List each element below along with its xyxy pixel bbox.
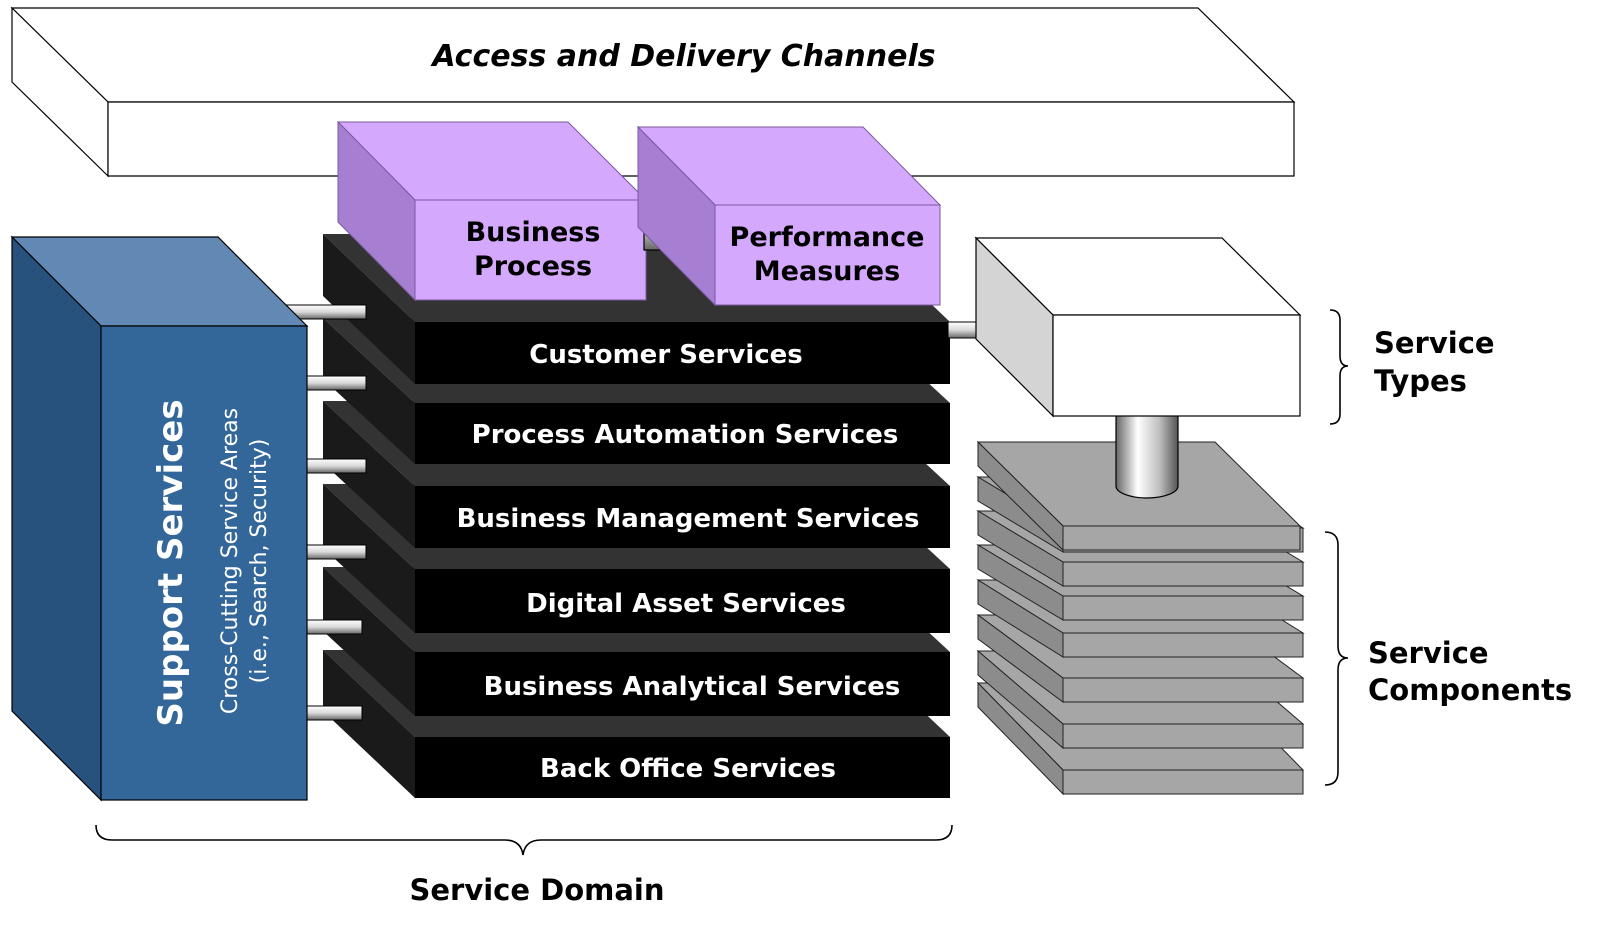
service-domain-brace — [95, 824, 953, 856]
types-to-components-cylinder — [1115, 409, 1179, 499]
service-domain-label: Service Domain — [409, 873, 664, 907]
connector-business-management — [305, 458, 367, 474]
connector-business-analytical — [305, 619, 363, 635]
connector-process-automation — [305, 375, 367, 391]
performance-measures-label-line2: Measures — [754, 256, 900, 287]
support-services-title: Support Services — [151, 399, 191, 726]
support-services-subtitle-line1: Cross-Cutting Service Areas — [218, 408, 243, 714]
service-types-brace — [1329, 309, 1349, 425]
layer-label-business-management-services: Business Management Services — [457, 504, 920, 534]
service-types-box — [974, 236, 1302, 418]
performance-measures-label-line1: Performance — [730, 222, 925, 253]
service-components-label-line1: Service — [1368, 636, 1489, 670]
layer-label-back-office-services: Back Office Services — [540, 754, 836, 784]
layer-label-process-automation-services: Process Automation Services — [472, 420, 899, 450]
business-process-box: Business Process — [336, 120, 648, 302]
service-types-label-line2: Types — [1374, 364, 1467, 398]
support-services-subtitle-line2: (i.e., Search, Security) — [247, 439, 272, 684]
business-process-label-line1: Business — [466, 217, 601, 248]
performance-measures-box: Performance Measures — [636, 125, 942, 307]
connector-digital-asset — [305, 544, 367, 560]
service-components-label-line2: Components — [1368, 673, 1572, 707]
service-layers: Customer Services Process Automation Ser… — [323, 234, 950, 798]
business-process-label-line2: Process — [474, 251, 592, 282]
service-components-stack — [976, 440, 1305, 796]
access-delivery-channels-label: Access and Delivery Channels — [430, 39, 935, 74]
service-components-brace — [1324, 531, 1349, 786]
layer-label-business-analytical-services: Business Analytical Services — [484, 672, 901, 702]
layer-label-customer-services: Customer Services — [529, 340, 803, 370]
layer-label-digital-asset-services: Digital Asset Services — [526, 589, 846, 619]
support-services-block: Support Services Cross-Cutting Service A… — [10, 235, 309, 802]
connector-back-office — [305, 705, 363, 721]
service-types-label-line1: Service — [1374, 326, 1495, 360]
